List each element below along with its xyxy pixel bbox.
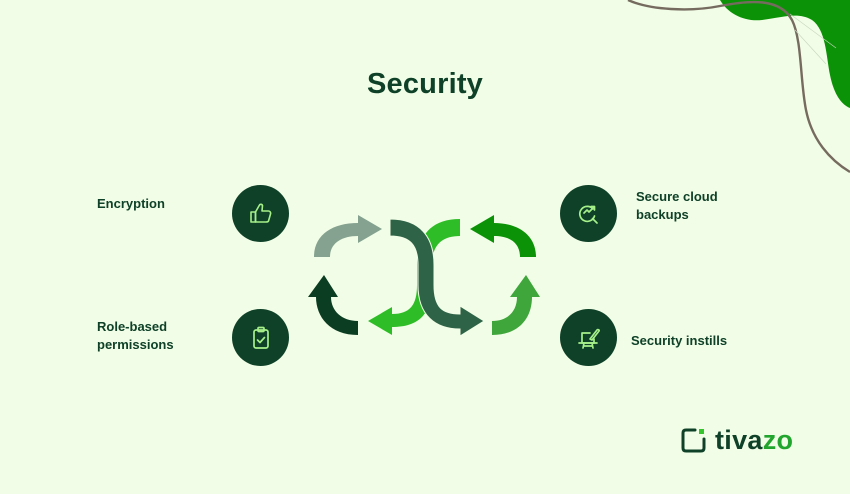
- backups-badge: [560, 185, 617, 242]
- logo-text-accent: zo: [762, 425, 794, 455]
- search-trend-icon: [578, 205, 598, 224]
- cycle-arrows-diagram: [308, 215, 540, 337]
- label-secure-cloud-backups: Secure cloud backups: [636, 188, 718, 224]
- tivazo-logo-icon: [681, 428, 706, 452]
- arrow-mid-dark: [389, 218, 485, 337]
- page-title: Security: [366, 68, 484, 100]
- logo-wordmark: tivazo: [715, 425, 793, 455]
- label-line: Role-based: [97, 319, 168, 334]
- tivazo-logo[interactable]: tivazo: [680, 425, 793, 455]
- arrow-green: [470, 215, 536, 257]
- arrow-darkest: [308, 275, 358, 335]
- thumbs-up-icon: [249, 203, 271, 223]
- label-line: permissions: [97, 337, 174, 352]
- arrow-light-green: [492, 275, 540, 335]
- clipboard-check-icon: [252, 326, 269, 349]
- encryption-badge: [232, 185, 289, 242]
- instills-badge: [560, 309, 617, 366]
- label-encryption: Encryption: [97, 196, 165, 211]
- label-role-based-permissions: Role-based permissions: [97, 318, 174, 354]
- arrow-gray: [314, 215, 382, 257]
- label-security-instills: Security instills: [631, 333, 728, 348]
- label-line: Secure cloud: [636, 189, 718, 204]
- whiteboard-pen-icon: [577, 328, 600, 349]
- label-line: backups: [636, 207, 689, 222]
- arrow-bright-green: [368, 219, 460, 335]
- logo-text-main: tiva: [715, 425, 763, 455]
- permissions-badge: [232, 309, 289, 366]
